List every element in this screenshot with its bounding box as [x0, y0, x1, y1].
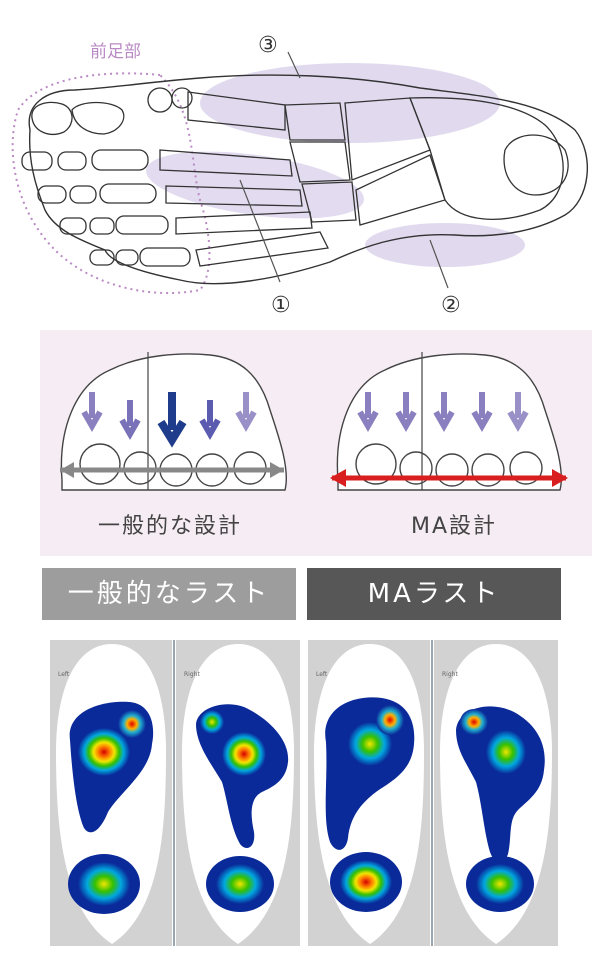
pressure-map-general-left	[68, 701, 154, 914]
panel-2-side-label: Right	[184, 671, 200, 678]
pressure-maps: Left Right Left Right	[0, 632, 600, 950]
marker-1: ①	[271, 293, 291, 318]
ma-design-diagram: MA設計	[330, 352, 568, 539]
marker-2: ②	[441, 293, 461, 318]
tarsal-bones	[284, 97, 569, 226]
design-comparison-panel: 一般的な設計 MA設計	[40, 330, 592, 556]
panel-4-side-label: Right	[442, 671, 458, 678]
marker-3: ③	[258, 33, 278, 58]
pressure-map-ma-left	[325, 697, 415, 912]
design-comparison-svg: 一般的な設計 MA設計	[60, 352, 568, 539]
panel-3-side-label: Left	[316, 671, 328, 678]
ma-pressure-arrows	[357, 392, 529, 433]
arch-1-shade	[145, 151, 365, 219]
last-comparison-bar: 一般的なラスト MAラスト	[0, 568, 600, 620]
metatarsal-bones	[159, 91, 329, 267]
pressure-maps-svg: Left Right Left Right	[50, 640, 558, 946]
pressure-map-ma-right	[456, 706, 545, 912]
panel-1-side-label: Left	[58, 671, 70, 678]
toe-bones	[21, 87, 193, 267]
ma-design-label: MA設計	[411, 514, 497, 539]
ma-last-label: MAラスト	[307, 568, 561, 620]
leader-lines	[239, 51, 449, 289]
forefoot-label: 前足部	[90, 42, 141, 62]
foot-skeleton-svg: 前足部 ① ② ③	[11, 33, 588, 318]
pressure-map-general-right	[196, 704, 289, 912]
ma-joint-circles	[355, 443, 543, 487]
forefoot-dotted-outline	[11, 72, 211, 294]
general-design-label: 一般的な設計	[98, 514, 242, 539]
general-design-diagram: 一般的な設計	[60, 352, 288, 539]
foot-skeleton-diagram: 前足部 ① ② ③	[0, 0, 600, 322]
arch-2-shade	[365, 223, 525, 267]
foot-outline	[28, 74, 588, 285]
general-pressure-arrows	[81, 392, 257, 448]
general-last-label: 一般的なラスト	[42, 568, 296, 620]
